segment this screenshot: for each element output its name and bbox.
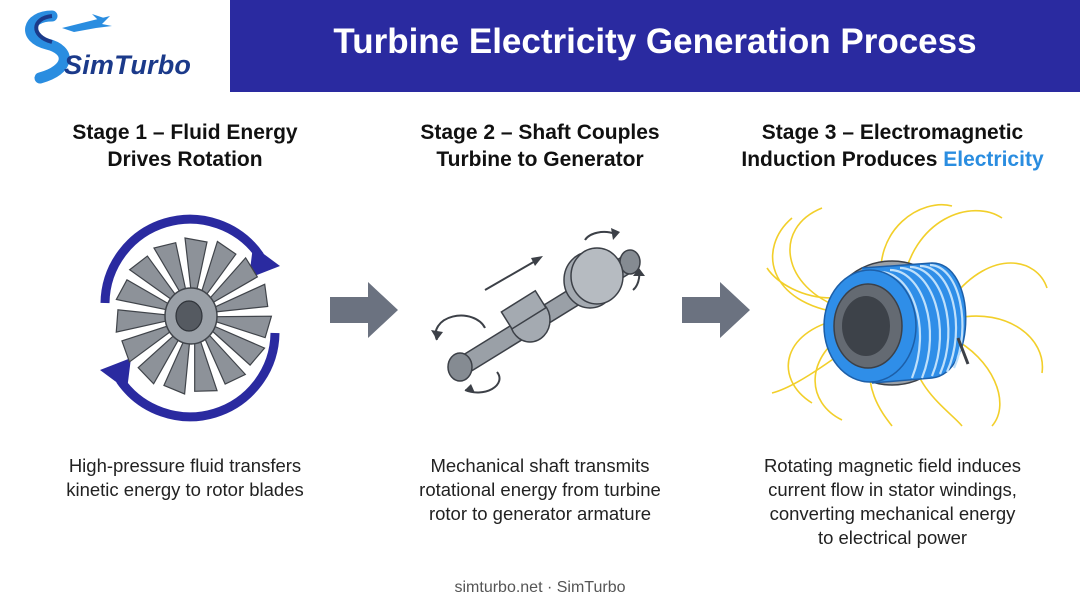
shaft-icon	[431, 228, 645, 394]
stage-2-desc-line2: rotational energy from turbine	[419, 479, 661, 500]
stage-1-title: Stage 1 – Fluid Energy Drives Rotation	[40, 119, 330, 173]
brand-logo[interactable]: SimTurbo	[0, 0, 230, 92]
stage-3-title-prefix: Induction Produces	[741, 148, 944, 171]
footer-credit[interactable]: simturbo.net · SimTurbo	[454, 579, 626, 596]
stage-3-description: Rotating magnetic field induces current …	[735, 454, 1050, 550]
stage-3-title-line1: Stage 3 – Electromagnetic	[761, 121, 1024, 144]
turbine-rotor-icon	[100, 214, 280, 422]
arrow-right-icon	[682, 282, 750, 338]
stage-2-desc-line3: rotor to generator armature	[428, 503, 652, 524]
arrow-right-icon	[330, 282, 398, 338]
title-banner: Turbine Electricity Generation Process	[230, 0, 1080, 92]
stage-3-title-highlight: Electricity	[943, 148, 1044, 171]
stage-3-desc-line1: Rotating magnetic field induces	[763, 455, 1022, 476]
header: SimTurbo Turbine Electricity Generation …	[0, 0, 1080, 92]
stage-2-description: Mechanical shaft transmits rotational en…	[390, 454, 690, 526]
page-title: Turbine Electricity Generation Process	[333, 22, 977, 61]
stage-3-title: Stage 3 – Electromagnetic Induction Prod…	[720, 119, 1065, 173]
stage-3-desc-line2: current flow in stator windings,	[768, 479, 1017, 500]
coil-icon	[766, 204, 1048, 427]
stage-1-desc-line1: High-pressure fluid transfers	[68, 455, 302, 476]
stage-2-title: Stage 2 – Shaft Couples Turbine to Gener…	[390, 119, 690, 173]
stage-1-title-line2: Drives Rotation	[107, 148, 263, 171]
stage-2-title-line1: Stage 2 – Shaft Couples	[420, 121, 660, 144]
stage-2-desc-line1: Mechanical shaft transmits	[430, 455, 650, 476]
logo-swoosh-icon	[25, 10, 112, 84]
stage-3-desc-line3: converting mechanical energy	[769, 503, 1016, 524]
stage-1-desc-line2: kinetic energy to rotor blades	[66, 479, 304, 500]
stage-1-title-line1: Stage 1 – Fluid Energy	[72, 121, 298, 144]
stage-1-description: High-pressure fluid transfers kinetic en…	[40, 454, 330, 502]
stage-2-title-line2: Turbine to Generator	[436, 148, 644, 171]
stage-3-desc-line4: to electrical power	[817, 527, 968, 548]
brand-name: SimTurbo	[64, 50, 192, 80]
stage-3-title-line2: Induction Produces Electricity	[720, 146, 1065, 173]
